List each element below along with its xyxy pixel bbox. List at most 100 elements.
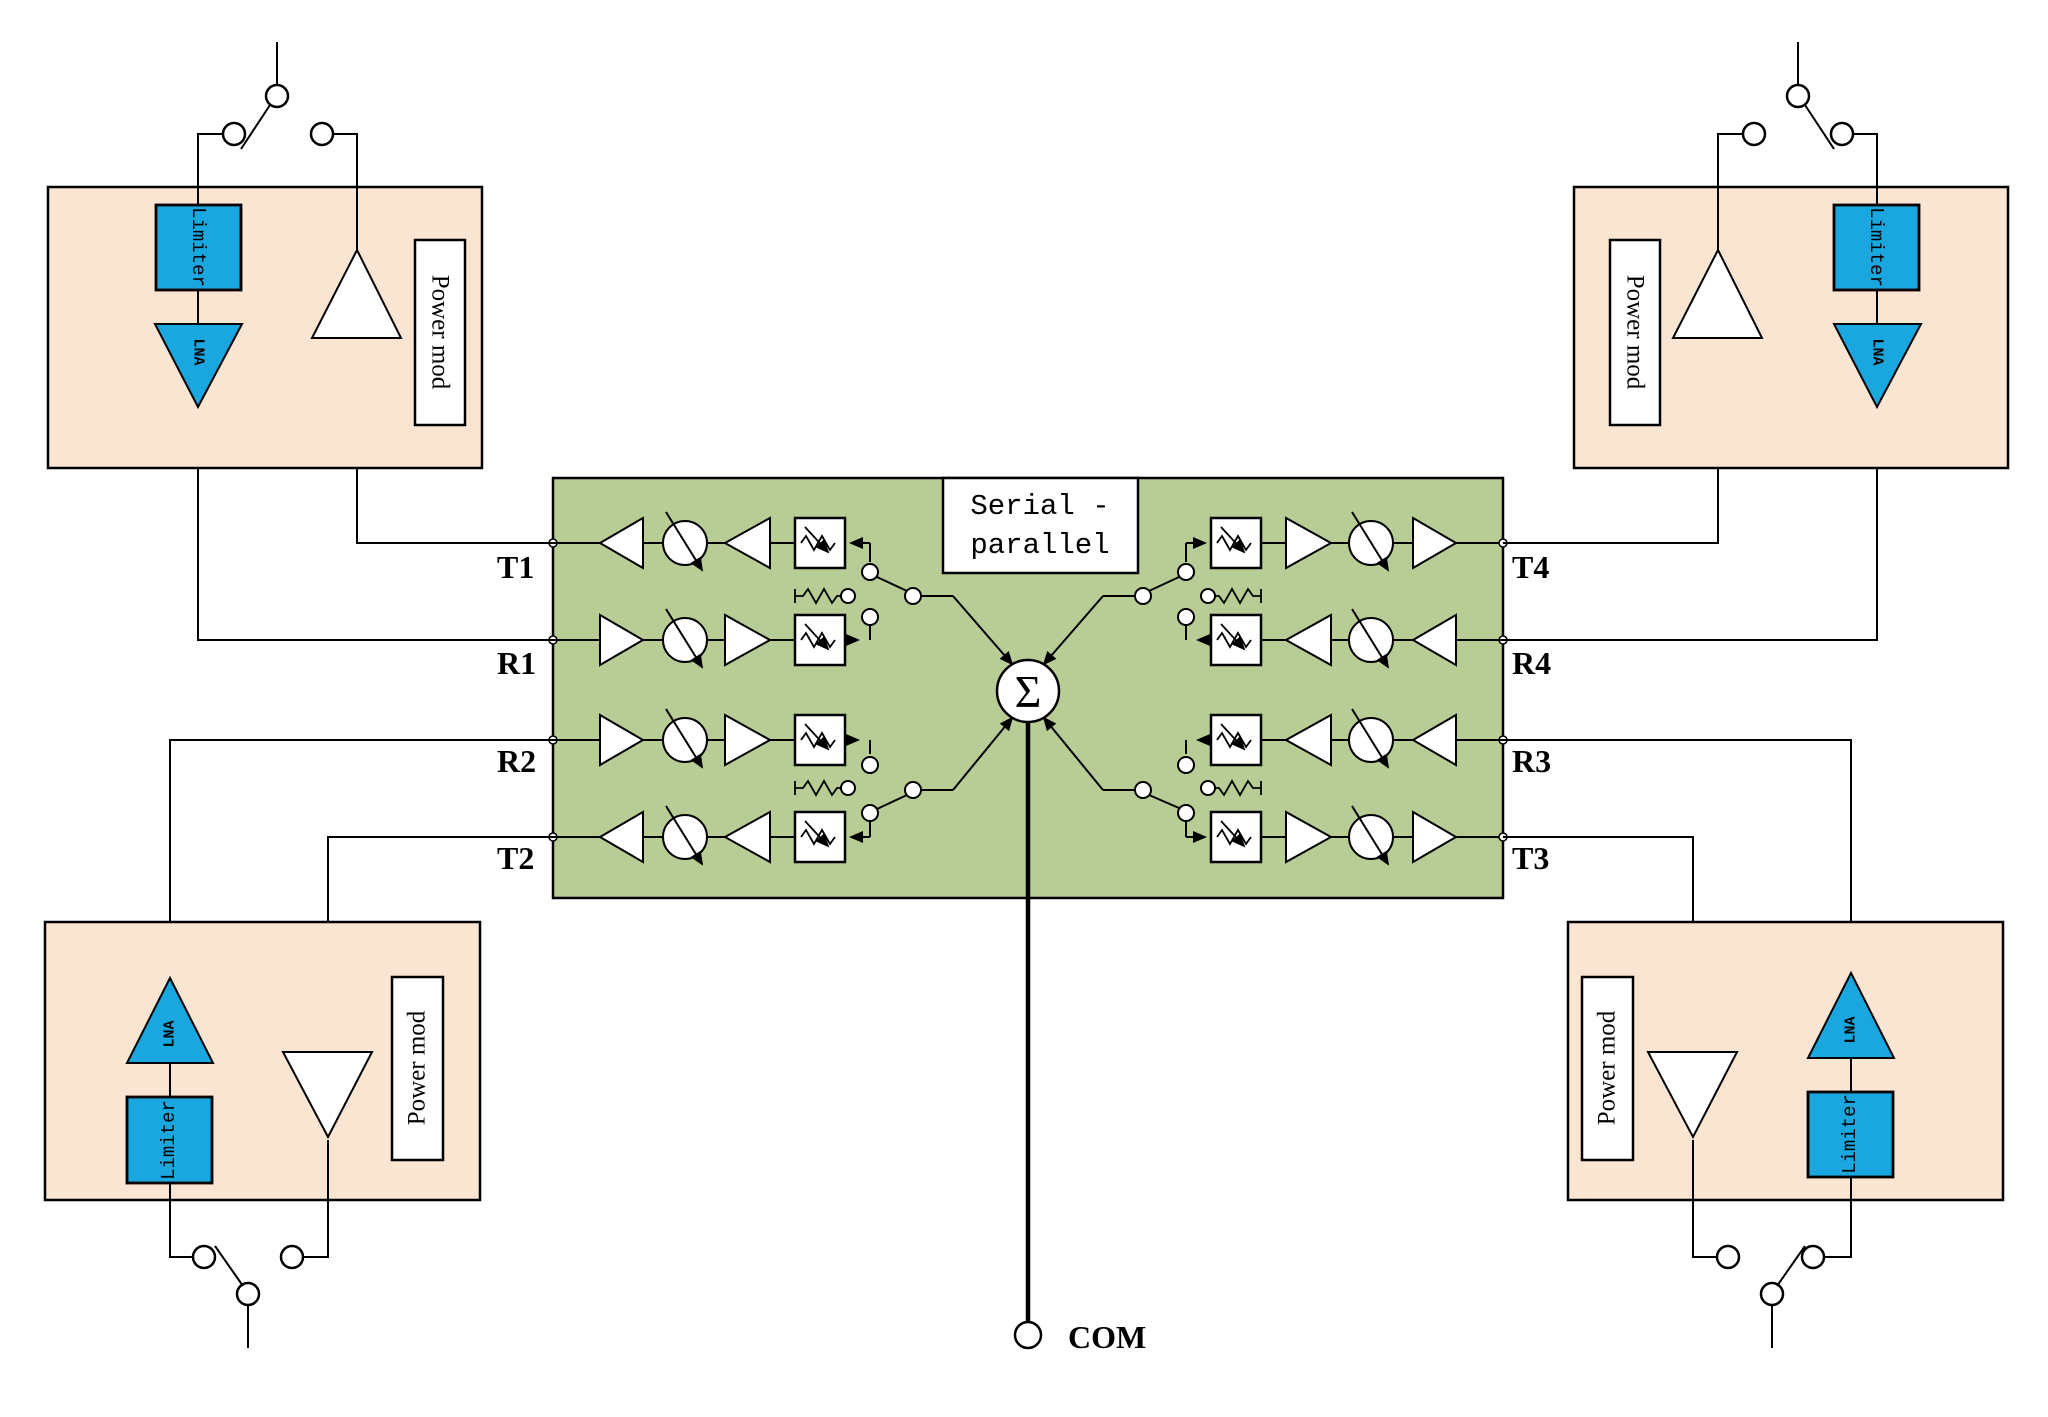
module-top-left: Limiter LNA Power mod: [46, 42, 553, 641]
switch-contact-tx: [1741, 121, 1767, 147]
power-mod-label: Power mod: [1622, 275, 1649, 390]
amplifier-icon: [1412, 810, 1458, 864]
lna-label: LNA: [190, 338, 207, 365]
amplifier-icon: [724, 713, 773, 767]
port-label-r1: R1: [497, 645, 536, 681]
attenuator-icon: [795, 615, 845, 665]
chain-t3: [1177, 804, 1508, 864]
amplifier-icon: [1412, 516, 1458, 570]
lna-label: LNA: [1843, 1016, 1860, 1043]
serial-parallel-line2: parallel: [970, 529, 1109, 562]
power-amplifier-icon: [1671, 247, 1764, 339]
switch-left-bottom: [876, 716, 1014, 810]
limiter-label: Limiter: [158, 1100, 180, 1180]
switch-contact: [1177, 563, 1195, 581]
switch-pole: [1759, 1281, 1785, 1307]
attenuator-icon: [1211, 812, 1261, 862]
power-mod-box: [413, 238, 467, 427]
module-bottom-left: Limiter LNA Power mod: [43, 739, 553, 1348]
beamformer-core: Serial - parallel: [548, 476, 1508, 1355]
chain-r3: [1177, 709, 1508, 774]
amplifier-icon: [1411, 713, 1457, 767]
amplifier-icon: [724, 613, 773, 667]
port-label-t2: T2: [497, 840, 534, 876]
switch-contact: [861, 608, 879, 626]
com-terminal: COM: [1013, 1319, 1146, 1355]
switch-contact: [861, 756, 879, 774]
antenna-switch: [169, 1140, 329, 1348]
switch-contact-rx: [221, 121, 247, 147]
sum-node: Σ: [995, 658, 1061, 1322]
limiter-box: [125, 1095, 214, 1185]
attenuator-icon: [1211, 715, 1261, 765]
switch-contact-tx: [309, 121, 335, 147]
switch-pole: [235, 1281, 261, 1307]
serial-parallel-label: Serial - parallel: [941, 476, 1140, 575]
attenuator-icon: [1211, 615, 1261, 665]
amplifier-icon: [1283, 713, 1332, 767]
lna-label: LNA: [162, 1020, 179, 1047]
chain-t4: [1177, 512, 1508, 581]
power-amplifier-icon: [1646, 1051, 1739, 1140]
serial-parallel-line1: Serial -: [970, 490, 1109, 523]
limiter-label: Limiter: [1865, 207, 1887, 287]
limiter-label: Limiter: [1839, 1094, 1861, 1174]
power-mod-label: Power mod: [404, 1010, 431, 1125]
power-mod-box: [1608, 238, 1662, 427]
port-label-t1: T1: [497, 549, 534, 585]
switch-pole: [904, 587, 922, 605]
limiter-label: Limiter: [187, 207, 209, 287]
amplifier-icon: [1283, 613, 1332, 667]
switch-contact-rx: [1800, 1244, 1826, 1270]
power-mod-label: Power mod: [1594, 1010, 1621, 1125]
power-mod-label: Power mod: [427, 275, 454, 390]
port-label-r4: R4: [1512, 645, 1551, 681]
power-mod-box: [1580, 975, 1635, 1162]
lna-amplifier-icon: [125, 975, 215, 1064]
amplifier-icon: [599, 713, 645, 767]
port-labels: T1 R1 R2 T2 T4 R4 R3 T3: [497, 549, 1551, 876]
limiter-box: [1832, 203, 1921, 292]
power-amplifier-icon: [281, 1051, 374, 1140]
module-top-right: Limiter LNA Power mod: [1503, 42, 2010, 641]
port-label-r2: R2: [497, 743, 536, 779]
chain-t2: [548, 804, 879, 864]
port-label-r3: R3: [1512, 743, 1551, 779]
limiter-box: [1806, 1090, 1895, 1179]
amplifier-icon: [599, 613, 645, 667]
switch-pole: [1134, 587, 1152, 605]
switch-contact: [1177, 756, 1195, 774]
chain-r1: [548, 608, 879, 667]
switch-pole: [264, 83, 290, 109]
lna-label: LNA: [1869, 338, 1886, 365]
lna-amplifier-icon: [153, 323, 244, 410]
com-label: COM: [1068, 1319, 1146, 1355]
lna-amplifier-icon: [1832, 323, 1923, 410]
power-amplifier-icon: [310, 247, 403, 339]
switch-contact-tx: [1715, 1244, 1741, 1270]
chain-r4: [1177, 608, 1508, 667]
amplifier-icon: [1285, 810, 1334, 864]
antenna-switch: [197, 42, 358, 252]
switch-left-top: [876, 576, 1014, 666]
switch-contact: [1177, 608, 1195, 626]
module-bottom-right: Limiter LNA Power mod: [1503, 739, 2005, 1348]
switch-contact: [861, 804, 879, 822]
port-label-t3: T3: [1512, 840, 1549, 876]
tr-module-box: [1566, 920, 2005, 1202]
lna-amplifier-icon: [1806, 970, 1896, 1059]
switch-right-bottom: [1042, 716, 1180, 809]
antenna-switch: [1692, 1140, 1852, 1348]
chain-t1: [548, 512, 879, 581]
attenuator-icon: [795, 518, 845, 568]
amplifier-icon: [1285, 516, 1334, 570]
port-label-t4: T4: [1512, 549, 1549, 585]
attenuator-icon: [1211, 518, 1261, 568]
switch-contact-rx: [191, 1244, 217, 1270]
switch-contact-rx: [1829, 121, 1855, 147]
antenna-switch: [1717, 42, 1878, 252]
tr-module-box: [46, 185, 484, 470]
switch-contact-tx: [279, 1244, 305, 1270]
